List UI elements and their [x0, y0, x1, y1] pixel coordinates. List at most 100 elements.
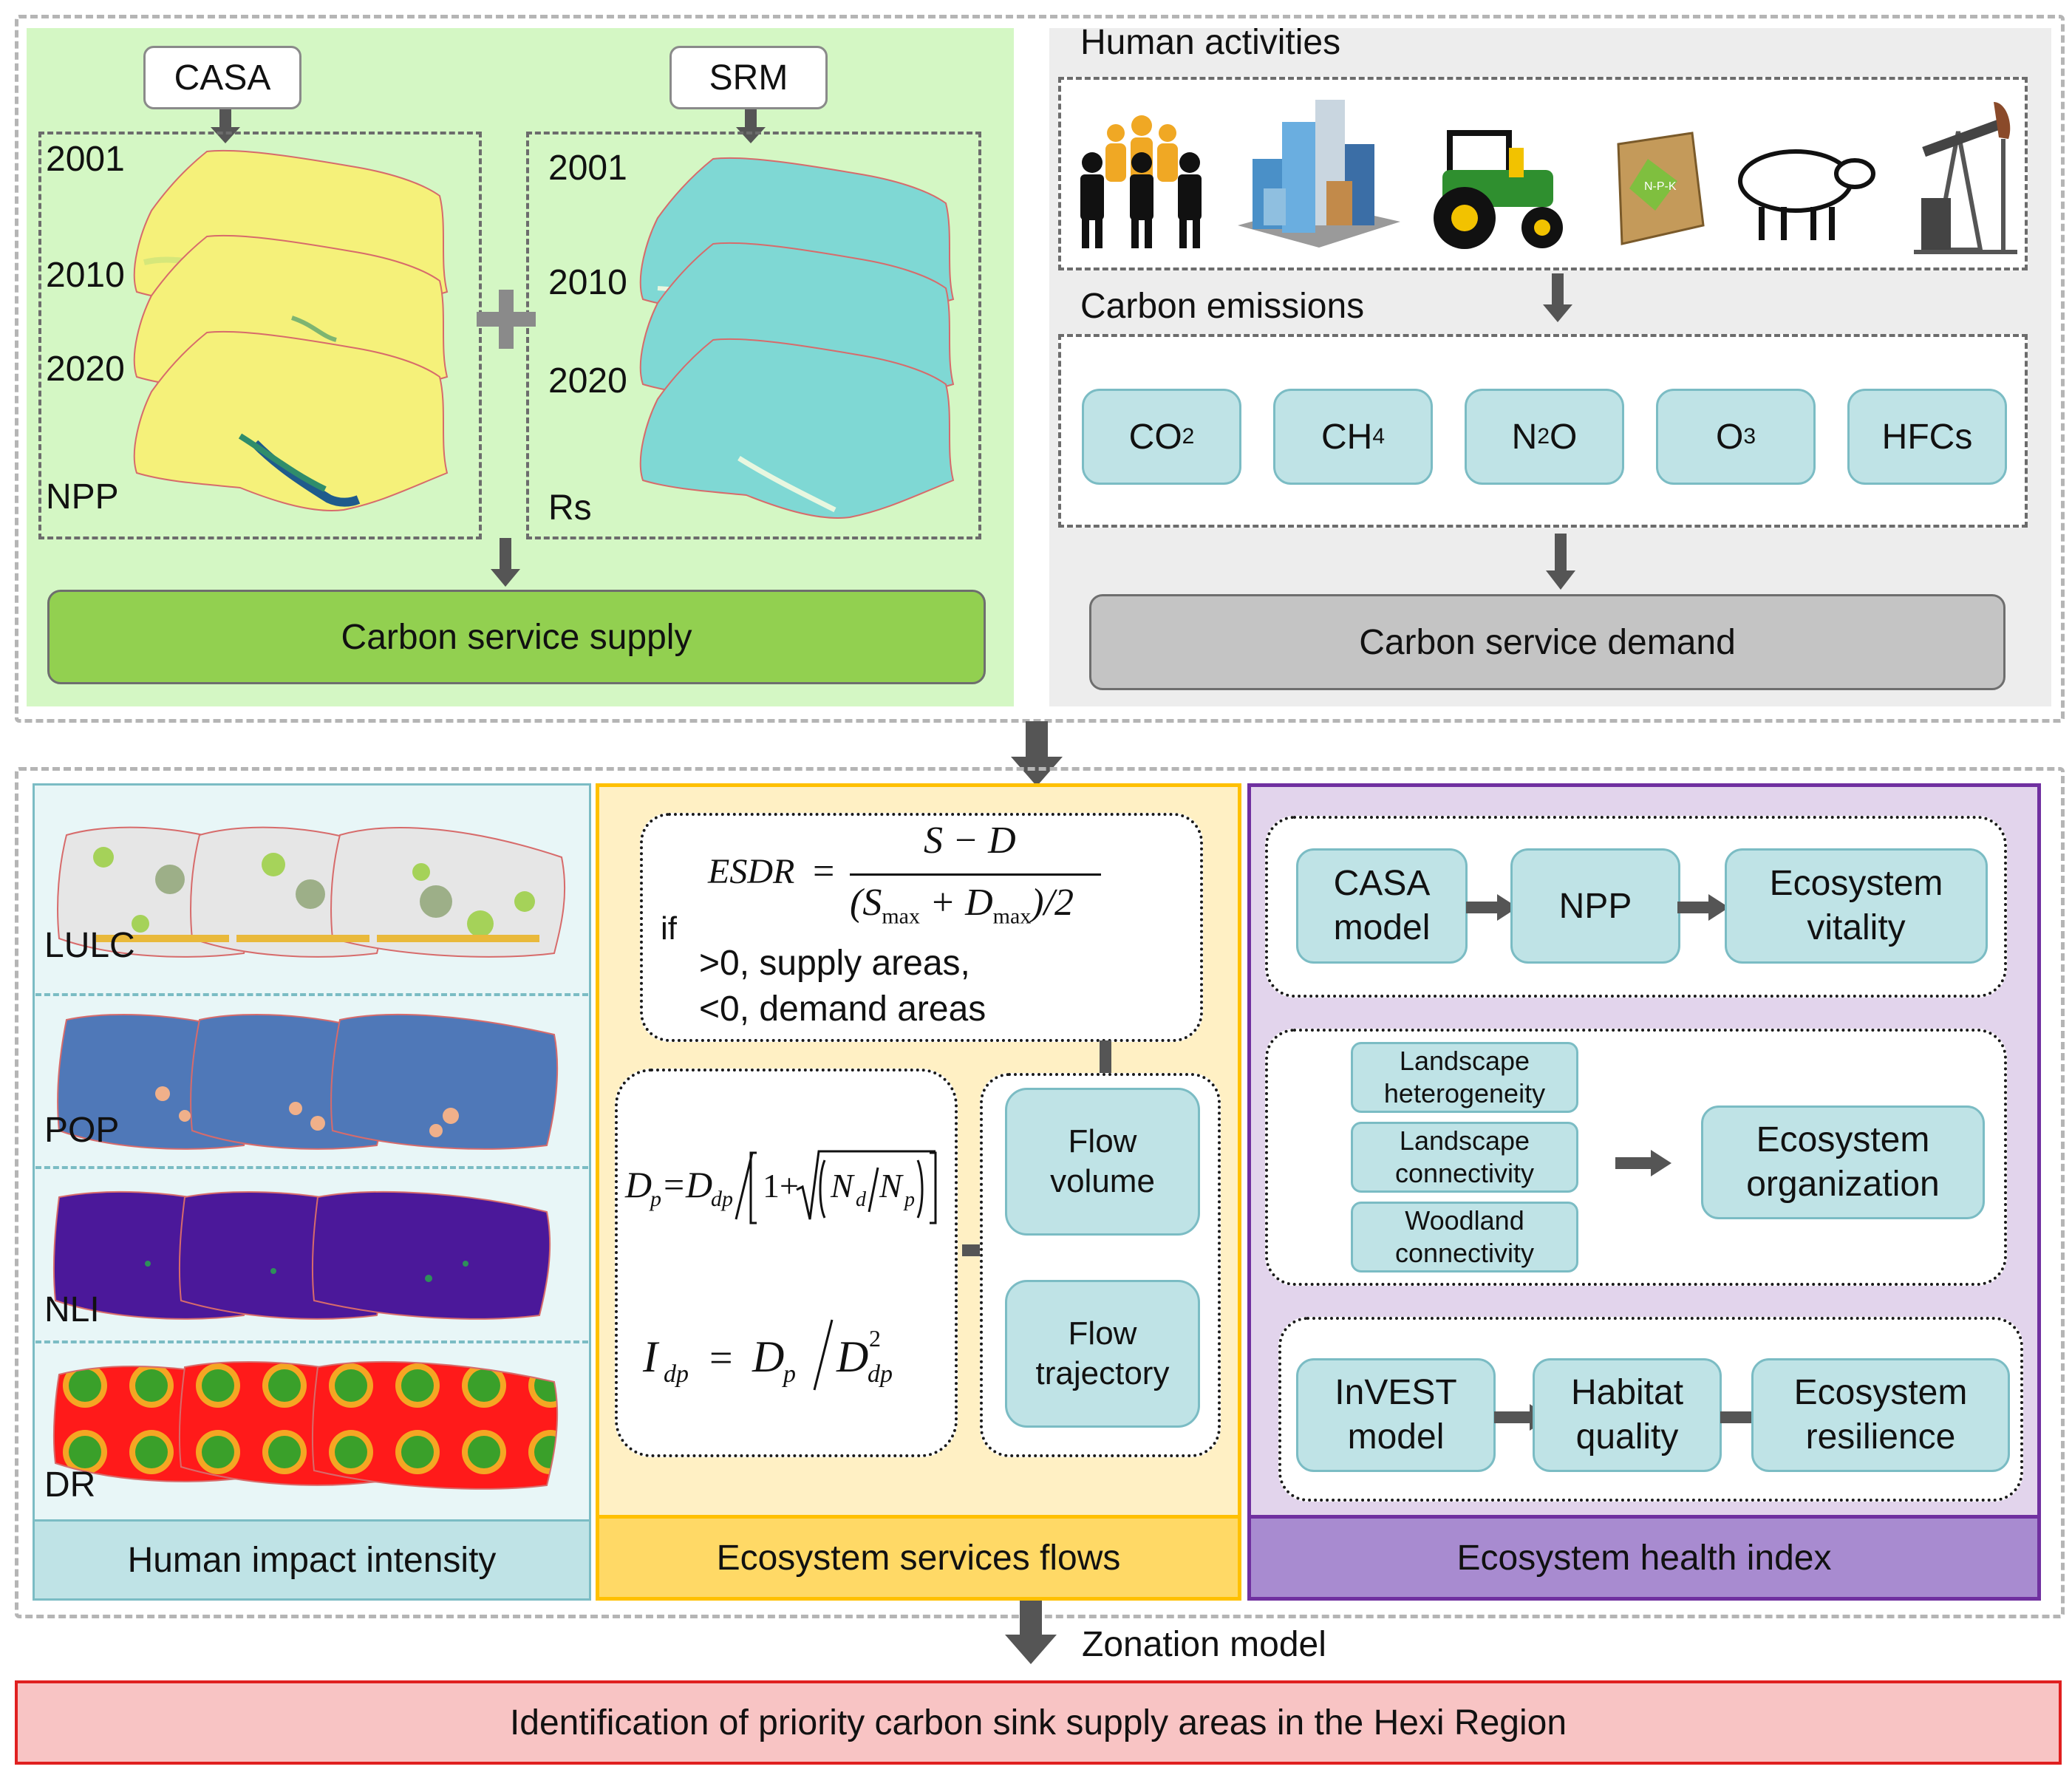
- gas-hfcs-base: HFCs: [1881, 417, 1973, 457]
- svg-text:dp: dp: [664, 1360, 689, 1388]
- rs-year-2020: 2020: [548, 361, 627, 401]
- rs-year-2010: 2010: [548, 263, 627, 302]
- layer-label-lulc: LULC: [44, 926, 135, 965]
- layer-label-dr: DR: [44, 1465, 96, 1505]
- npp-year-2010: 2010: [46, 256, 125, 295]
- esdr-equals: =: [813, 851, 835, 893]
- rs-map-frame: [526, 132, 981, 539]
- svg-text:N-P-K: N-P-K: [1644, 180, 1677, 193]
- esdr-cond-supply: >0, supply areas,: [699, 944, 970, 983]
- esdr-numerator: S − D: [924, 820, 1016, 862]
- gas-n2o-base: N: [1511, 417, 1538, 457]
- gas-n2o-sub: 2: [1537, 424, 1550, 449]
- svg-text:=: =: [709, 1335, 733, 1381]
- layer-label-nli: NLI: [44, 1290, 100, 1329]
- main-down-arrow-icon: [1011, 721, 1063, 786]
- plus-icon: [477, 290, 536, 349]
- gas-hfcs: HFCs: [1847, 389, 2007, 485]
- svg-text:D: D: [836, 1332, 868, 1381]
- svg-text:D: D: [624, 1164, 652, 1205]
- rs-map-2020: [639, 338, 955, 519]
- invest-model-box: InVEST model: [1296, 1358, 1496, 1472]
- svg-text:dp: dp: [868, 1360, 893, 1388]
- gas-co2-sub: 2: [1182, 424, 1195, 449]
- divider-3: [35, 1340, 588, 1343]
- carbon-emissions-title: Carbon emissions: [1080, 287, 1365, 326]
- gas-n2o-tail: O: [1550, 417, 1578, 457]
- esdr-den-mid: + D: [919, 882, 993, 924]
- pop-maps: [57, 1013, 559, 1150]
- fertilizer-bag-icon: N-P-K: [1617, 132, 1705, 245]
- esdr-denominator: (Smax + Dmax)/2: [850, 881, 1074, 929]
- svg-text:D: D: [685, 1164, 712, 1205]
- esdr-den-sub2: max: [992, 904, 1032, 929]
- npp-label: NPP: [46, 477, 119, 517]
- divider-1: [35, 993, 588, 996]
- row1-arrow-2-icon: [1677, 894, 1729, 921]
- svg-text:p: p: [782, 1360, 796, 1388]
- esdr-den-close: )/2: [1031, 882, 1074, 924]
- ecosystem-health-footer: Ecosystem health index: [1247, 1515, 2041, 1601]
- oil-pump-icon: [1914, 102, 2017, 254]
- row2-arrow-icon: [1615, 1150, 1671, 1176]
- svg-text:N: N: [830, 1167, 855, 1205]
- woodland-connectivity-box: Woodland connectivity: [1351, 1202, 1578, 1273]
- layer-label-pop: POP: [44, 1111, 120, 1150]
- dp-formula-box: [615, 1069, 958, 1457]
- human-activities-title: Human activities: [1080, 23, 1341, 62]
- gas-o3-base: O: [1715, 417, 1744, 457]
- esdr-formula-box: [640, 813, 1203, 1042]
- tractor-icon: [1434, 130, 1563, 249]
- svg-text:2: 2: [869, 1325, 881, 1352]
- zonation-arrow-icon: [1005, 1601, 1057, 1664]
- esdr-den-open: (S: [850, 882, 882, 924]
- dr-maps: [52, 1360, 559, 1490]
- gas-ch4-base: CH: [1320, 417, 1373, 457]
- nli-maps: [52, 1190, 551, 1320]
- human-impact-footer: Human impact intensity: [33, 1519, 591, 1601]
- top-frame: [15, 15, 2065, 723]
- svg-text:p: p: [903, 1188, 915, 1211]
- emissions-arrow-icon: [1543, 273, 1572, 322]
- srm-label-box: SRM: [669, 46, 828, 109]
- esdr-cond-demand: <0, demand areas: [699, 989, 986, 1029]
- gas-co2-base: CO: [1128, 417, 1182, 457]
- rs-year-2001: 2001: [548, 149, 627, 188]
- landscape-connectivity-box: Landscape connectivity: [1351, 1122, 1578, 1193]
- ecosystem-organization-box: Ecosystem organization: [1701, 1105, 1985, 1219]
- esdr-if-label: if: [661, 910, 677, 947]
- npp-map-2020: [133, 330, 449, 511]
- zonation-model-label: Zonation model: [1082, 1625, 1326, 1664]
- esdr-fraction-bar: [850, 873, 1101, 876]
- rs-label: Rs: [548, 488, 592, 528]
- carbon-service-supply-bar: Carbon service supply: [47, 590, 986, 684]
- ecosystem-vitality-box: Ecosystem vitality: [1725, 848, 1988, 964]
- habitat-quality-box: Habitat quality: [1533, 1358, 1722, 1472]
- row1-arrow-1-icon: [1466, 894, 1518, 921]
- flow-trajectory-box: Flow trajectory: [1005, 1280, 1200, 1428]
- npp-year-2020: 2020: [46, 350, 125, 389]
- priority-areas-result-bar: Identification of priority carbon sink s…: [15, 1680, 2062, 1765]
- svg-text:d: d: [856, 1188, 867, 1211]
- ecosystem-flows-footer: Ecosystem services flows: [596, 1515, 1241, 1601]
- esdr-den-sub1: max: [882, 904, 920, 929]
- ecosystem-resilience-box: Ecosystem resilience: [1751, 1358, 2010, 1472]
- landscape-heterogeneity-box: Landscape heterogeneity: [1351, 1042, 1578, 1113]
- people-icon: [1080, 115, 1202, 248]
- svg-text:p: p: [649, 1187, 661, 1211]
- supply-arrow-icon: [491, 538, 520, 587]
- gas-ch4-sub: 4: [1372, 424, 1385, 449]
- svg-text:N: N: [879, 1167, 904, 1205]
- demand-arrow-icon: [1546, 534, 1575, 590]
- svg-text:=: =: [664, 1164, 684, 1205]
- flow-volume-box: Flow volume: [1005, 1088, 1200, 1236]
- sheep-icon: [1738, 149, 1875, 240]
- casa-label-box: CASA: [143, 46, 301, 109]
- npp-year-2001: 2001: [46, 140, 125, 179]
- divider-2: [35, 1166, 588, 1169]
